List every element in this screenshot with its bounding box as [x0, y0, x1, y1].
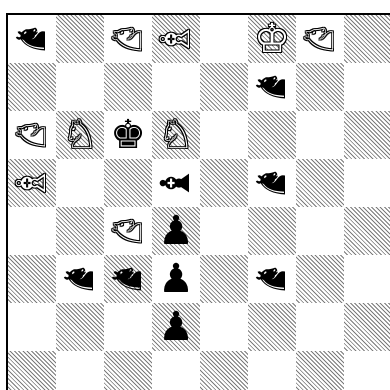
square-f2[interactable] [248, 303, 296, 351]
black-knight-icon[interactable]: ♞ [248, 63, 296, 111]
square-c7[interactable] [104, 63, 152, 111]
square-f4[interactable] [248, 207, 296, 255]
square-c6[interactable]: ♚ [104, 111, 152, 159]
square-h5[interactable] [344, 159, 390, 207]
square-b5[interactable] [56, 159, 104, 207]
white-knight-icon[interactable]: ♘ [56, 111, 104, 159]
black-bishop-icon[interactable]: ♝ [152, 159, 200, 207]
square-d6[interactable]: ♘ [152, 111, 200, 159]
white-king-icon[interactable]: ♔ [248, 15, 296, 63]
square-b3[interactable]: ♞ [56, 255, 104, 303]
square-h2[interactable] [344, 303, 390, 351]
black-pawn-icon[interactable]: ♟ [152, 255, 200, 303]
square-b7[interactable] [56, 63, 104, 111]
square-h4[interactable] [344, 207, 390, 255]
square-d5[interactable]: ♝ [152, 159, 200, 207]
square-g3[interactable] [296, 255, 344, 303]
square-b4[interactable] [56, 207, 104, 255]
white-knight-icon[interactable]: ♘ [104, 207, 152, 255]
square-g4[interactable] [296, 207, 344, 255]
square-h8[interactable] [344, 15, 390, 63]
square-a8[interactable]: ♞ [8, 15, 56, 63]
square-f6[interactable] [248, 111, 296, 159]
black-knight-icon[interactable]: ♞ [8, 15, 56, 63]
square-e3[interactable] [200, 255, 248, 303]
square-b2[interactable] [56, 303, 104, 351]
square-f7[interactable]: ♞ [248, 63, 296, 111]
square-h3[interactable] [344, 255, 390, 303]
square-a1[interactable] [8, 351, 56, 390]
square-h7[interactable] [344, 63, 390, 111]
black-knight-icon[interactable]: ♞ [248, 255, 296, 303]
square-a5[interactable]: ♗ [8, 159, 56, 207]
square-a7[interactable] [8, 63, 56, 111]
black-king-icon[interactable]: ♚ [104, 111, 152, 159]
square-h6[interactable] [344, 111, 390, 159]
square-e7[interactable] [200, 63, 248, 111]
square-f8[interactable]: ♔ [248, 15, 296, 63]
square-g6[interactable] [296, 111, 344, 159]
white-bishop-icon[interactable]: ♗ [8, 159, 56, 207]
square-b6[interactable]: ♘ [56, 111, 104, 159]
white-knight-icon[interactable]: ♘ [152, 111, 200, 159]
square-f1[interactable] [248, 351, 296, 390]
black-pawn-icon[interactable]: ♟ [152, 303, 200, 351]
square-c3[interactable]: ♞ [104, 255, 152, 303]
square-a6[interactable]: ♘ [8, 111, 56, 159]
square-c8[interactable]: ♘ [104, 15, 152, 63]
square-e4[interactable] [200, 207, 248, 255]
square-a3[interactable] [8, 255, 56, 303]
square-d1[interactable] [152, 351, 200, 390]
square-d8[interactable]: ♗ [152, 15, 200, 63]
square-e2[interactable] [200, 303, 248, 351]
square-g1[interactable] [296, 351, 344, 390]
square-e8[interactable] [200, 15, 248, 63]
square-g7[interactable] [296, 63, 344, 111]
square-b8[interactable] [56, 15, 104, 63]
square-h1[interactable] [344, 351, 390, 390]
white-knight-icon[interactable]: ♘ [296, 15, 344, 63]
square-c4[interactable]: ♘ [104, 207, 152, 255]
square-f5[interactable]: ♞ [248, 159, 296, 207]
chess-board: ♞♘♗♔♘♞♘♘♚♘♗♝♞♘♟♞♞♟♞♟ [6, 13, 390, 390]
square-d2[interactable]: ♟ [152, 303, 200, 351]
square-d3[interactable]: ♟ [152, 255, 200, 303]
black-knight-icon[interactable]: ♞ [248, 159, 296, 207]
square-g8[interactable]: ♘ [296, 15, 344, 63]
square-a2[interactable] [8, 303, 56, 351]
square-g2[interactable] [296, 303, 344, 351]
black-knight-icon[interactable]: ♞ [56, 255, 104, 303]
square-e1[interactable] [200, 351, 248, 390]
white-bishop-icon[interactable]: ♗ [152, 15, 200, 63]
white-knight-icon[interactable]: ♘ [8, 111, 56, 159]
square-b1[interactable] [56, 351, 104, 390]
black-knight-icon[interactable]: ♞ [104, 255, 152, 303]
square-e6[interactable] [200, 111, 248, 159]
square-f3[interactable]: ♞ [248, 255, 296, 303]
square-d4[interactable]: ♟ [152, 207, 200, 255]
square-c2[interactable] [104, 303, 152, 351]
square-d7[interactable] [152, 63, 200, 111]
white-knight-icon[interactable]: ♘ [104, 15, 152, 63]
square-c1[interactable] [104, 351, 152, 390]
square-c5[interactable] [104, 159, 152, 207]
black-pawn-icon[interactable]: ♟ [152, 207, 200, 255]
square-e5[interactable] [200, 159, 248, 207]
square-a4[interactable] [8, 207, 56, 255]
square-g5[interactable] [296, 159, 344, 207]
